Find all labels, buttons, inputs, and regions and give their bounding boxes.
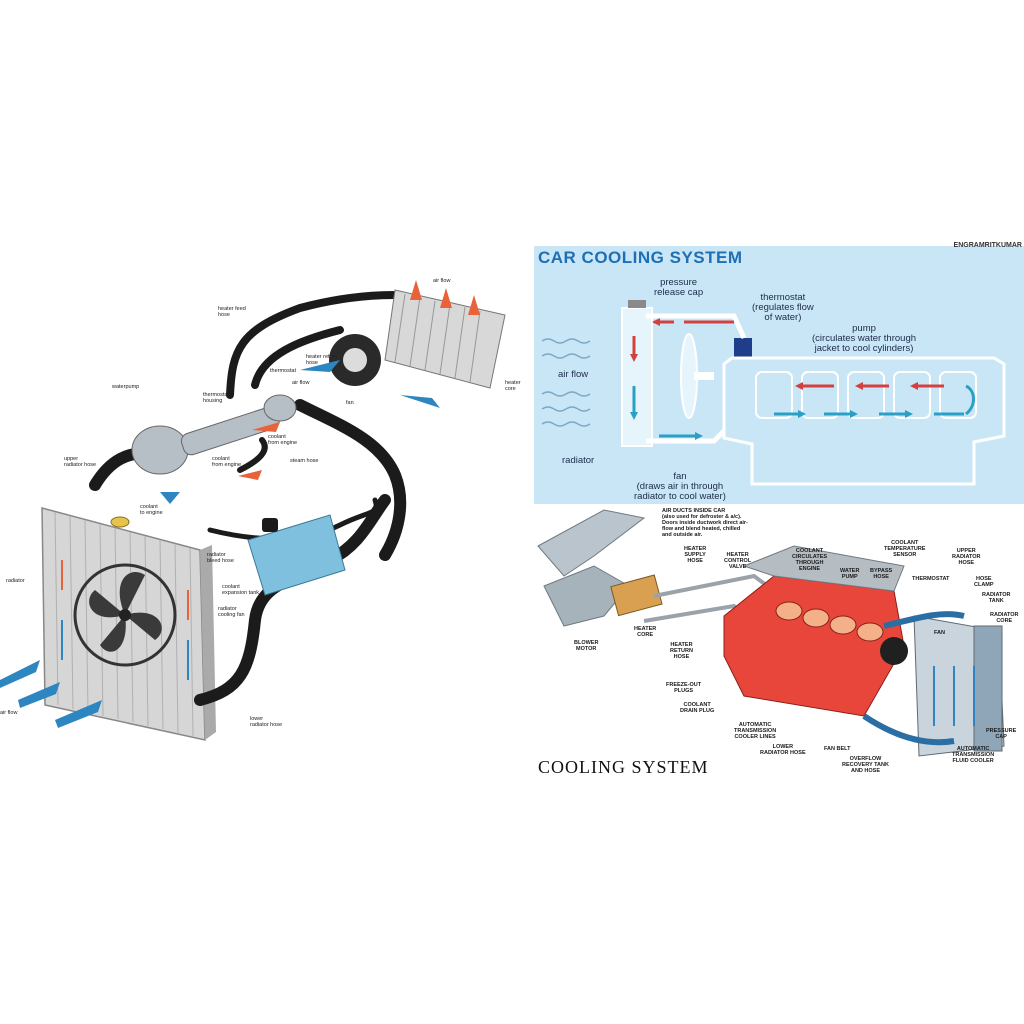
label-thermostat: THERMOSTAT [912, 576, 950, 582]
label-radiator-bleed-hose: radiator bleed hose [207, 552, 234, 564]
label-pressure-cap: PRESSURE CAP [986, 728, 1017, 740]
label-auto-trans-cooler-lines: AUTOMATIC TRANSMISSION COOLER LINES [734, 722, 777, 740]
label-radiator: radiator [562, 455, 595, 466]
label-air-ducts: AIR DUCTS INSIDE CAR (also used for defr… [662, 508, 748, 538]
label-auto-trans-fluid-cooler: AUTOMATIC TRANSMISSION FLUID COOLER [952, 746, 995, 764]
label-pump: pump (circulates water through jacket to… [812, 323, 917, 354]
diagram-title: CAR COOLING SYSTEM [538, 248, 743, 267]
label-thermostat: thermostat (regulates flow of water) [752, 292, 814, 323]
label-air-flow-mid: air flow [292, 380, 310, 386]
label-pressure-release-cap: pressure release cap [654, 277, 704, 298]
label-heater-control-valve: HEATER CONTROL VALVE [724, 552, 752, 570]
label-radiator-tank: RADIATOR TANK [982, 592, 1011, 604]
label-upper-radiator-hose: UPPER RADIATOR HOSE [952, 548, 981, 566]
label-radiator-cooling-fan: radiator cooling fan [218, 606, 245, 618]
label-lower-radiator-hose: LOWER RADIATOR HOSE [760, 744, 806, 756]
label-water-pump: WATER PUMP [840, 568, 860, 580]
label-coolant-expansion-tank: coolant expansion tank [222, 584, 259, 596]
label-overflow-recovery-tank: OVERFLOW RECOVERY TANK AND HOSE [842, 756, 889, 774]
label-fan-belt: FAN BELT [824, 746, 851, 752]
left-diagram-art [0, 280, 506, 741]
label-air-flow-top: air flow [433, 278, 451, 284]
label-heater-core: heater core [505, 380, 521, 392]
label-coolant-circulates: COOLANT CIRCULATES THROUGH ENGINE [792, 548, 828, 572]
label-upper-radiator-hose: upper radiator hose [64, 456, 97, 468]
label-fan: FAN [934, 630, 945, 636]
heater-core-illustration [329, 289, 506, 389]
label-freeze-out-plugs: FREEZE-OUT PLUGS [666, 682, 702, 694]
label-coolant-from-engine-1: coolant from engine [268, 434, 298, 446]
label-air-flow: air flow [558, 369, 589, 380]
label-coolant-temp-sensor: COOLANT TEMPERATURE SENSOR [884, 540, 926, 558]
label-radiator: radiator [6, 578, 25, 584]
diagram-credit: ENGRAMRITKUMAR [953, 242, 1022, 249]
label-fan: fan (draws air in through radiator to co… [634, 471, 726, 502]
label-coolant-drain-plug: COOLANT DRAIN PLUG [680, 702, 715, 714]
left-cooling-diagram: air flow heater feed hose heater return … [0, 260, 521, 760]
label-steam-hose: steam hose [290, 458, 319, 464]
label-bypass-hose: BYPASS HOSE [870, 568, 893, 580]
radiator-illustration [41, 507, 216, 741]
label-heater-core: HEATER CORE [634, 626, 657, 638]
label-waterpump: waterpump [112, 384, 140, 390]
label-heater-return-hose: HEATER RETURN HOSE [670, 642, 693, 660]
label-thermostat-housing: thermostat housing [203, 392, 229, 404]
label-heater-return-hose: heater return hose [306, 354, 338, 366]
label-air-flow-bottom: air flow [0, 710, 18, 716]
label-lower-radiator-hose: lower radiator hose [250, 716, 283, 728]
expansion-tank-illustration [247, 514, 346, 596]
hot-air-arrows [410, 280, 480, 315]
label-blower-motor: BLOWER MOTOR [574, 640, 599, 652]
bottom-right-diagram-art [537, 509, 1005, 757]
label-heater-feed-hose: heater feed hose [218, 306, 246, 318]
label-coolant-to-engine: coolant to engine [140, 504, 163, 516]
label-coolant-from-engine-2: coolant from engine [212, 456, 242, 468]
cold-air-arrows [0, 360, 440, 728]
cooling-system-cutaway-diagram: AIR DUCTS INSIDE CAR (also used for defr… [534, 506, 1024, 778]
waterpump-illustration [131, 394, 297, 475]
label-thermostat: thermostat [270, 368, 296, 374]
label-fan: fan [346, 400, 354, 406]
diagram-title: COOLING SYSTEM [538, 757, 709, 777]
label-hose-clamp: HOSE CLAMP [974, 576, 994, 588]
top-right-diagram-art [541, 300, 1006, 486]
label-heater-supply-hose: HEATER SUPPLY HOSE [684, 546, 707, 564]
label-radiator-core: RADIATOR CORE [990, 612, 1019, 624]
car-cooling-system-diagram: CAR COOLING SYSTEM ENGRAMRITKUMAR pressu… [534, 242, 1024, 504]
